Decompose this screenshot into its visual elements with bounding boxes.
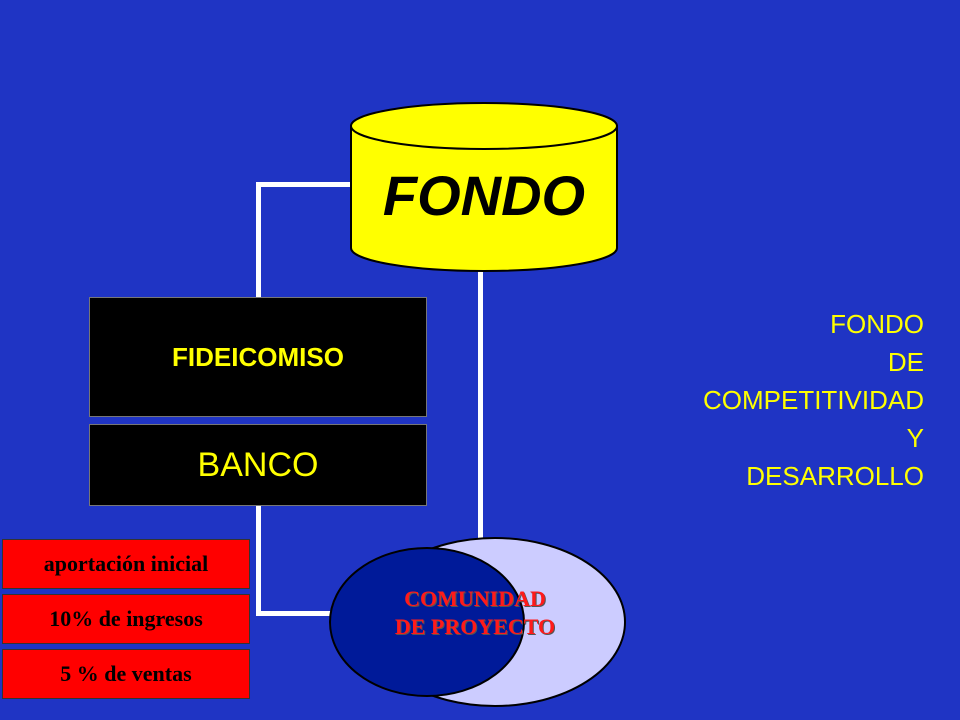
connector-line-left-upper — [256, 182, 261, 297]
contribution-label: 5 % de ventas — [60, 661, 192, 686]
banco-box: BANCO — [89, 424, 427, 506]
connector-line-top — [258, 182, 352, 187]
contribution-box-aportacion: aportación inicial — [2, 539, 250, 589]
comunidad-ellipses — [329, 537, 626, 707]
inner-ellipse — [329, 547, 525, 697]
comunidad-line: COMUNIDAD — [404, 586, 546, 611]
connector-line-right — [478, 270, 483, 540]
contribution-box-ventas: 5 % de ventas — [2, 649, 250, 699]
contribution-label: 10% de ingresos — [49, 606, 203, 631]
comunidad-label: COMUNIDAD DE PROYECTO — [365, 585, 585, 641]
contribution-label: aportación inicial — [43, 551, 209, 576]
fund-title-line: COMPETITIVIDAD — [702, 385, 924, 415]
contribution-box-ingresos: 10% de ingresos — [2, 594, 250, 644]
fund-title-line: DESARROLLO — [746, 461, 924, 491]
fondo-label: FONDO — [382, 164, 586, 227]
fideicomiso-label: FIDEICOMISO — [172, 341, 344, 372]
fideicomiso-box: FIDEICOMISO — [89, 297, 427, 417]
connector-line-bottom — [256, 611, 336, 616]
fund-title-line: Y — [906, 423, 924, 453]
fund-title-line: FONDO — [830, 309, 924, 339]
fund-title-line: DE — [887, 347, 924, 377]
comunidad-line: DE PROYECTO — [394, 614, 556, 639]
connector-line-left-lower — [256, 504, 261, 615]
fund-title: FONDO DE COMPETITIVIDAD Y DESARROLLO — [600, 305, 924, 495]
fondo-cylinder — [350, 102, 618, 272]
banco-label: BANCO — [197, 445, 319, 484]
